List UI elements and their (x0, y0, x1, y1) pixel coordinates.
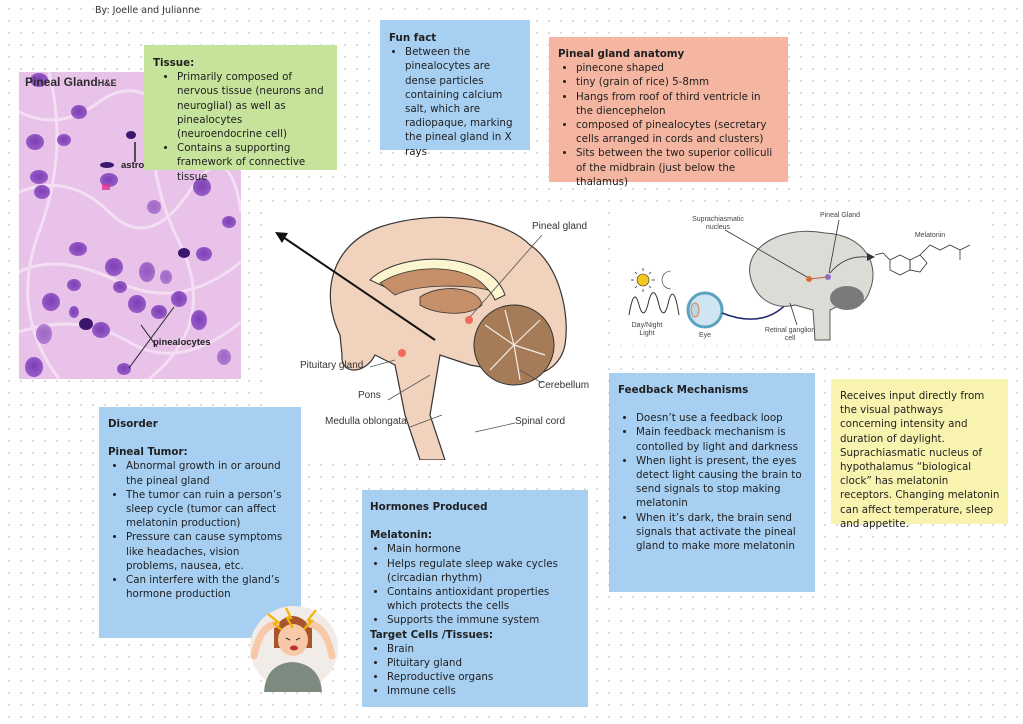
fun-fact-note[interactable]: Fun fact Between the pinealocytes are de… (380, 20, 530, 158)
disorder-list: Abnormal growth in or around the pineal … (108, 459, 293, 601)
label-pons: Pons (358, 390, 381, 401)
pinealocyte-pointer-2 (128, 306, 175, 369)
pineal-gland-marker (465, 316, 473, 324)
melatonin-title: Melatonin: (370, 529, 433, 542)
fun-fact-title: Fun fact (389, 32, 437, 44)
pinealocytes-label: pinealocytes (153, 337, 211, 348)
brain-side-view (749, 230, 874, 341)
target-item: Reproductive organs (387, 670, 580, 684)
anatomy-list: pinecone shaped tiny (grain of rice) 5-8… (558, 61, 780, 189)
targets-list: Brain Pituitary gland Reproductive organ… (370, 642, 580, 699)
target-item: Brain (387, 642, 580, 656)
label-rgc: Retinal ganglion cell (764, 327, 816, 342)
label-cerebellum: Cerebellum (538, 380, 590, 391)
label-medulla: Medulla oblongata (325, 416, 407, 427)
disorder-item: Can interfere with the gland’s hormone p… (126, 573, 293, 601)
anatomy-item: composed of pinealocytes (secretary cell… (576, 118, 780, 146)
hormones-title: Hormones Produced (370, 501, 488, 513)
thalamus (419, 288, 483, 314)
label-melatonin: Melatonin (914, 232, 946, 239)
sun-icon (636, 273, 650, 287)
label-pituitary-gland: Pituitary gland (300, 360, 364, 371)
disorder-title: Disorder (108, 418, 158, 430)
disorder-subtitle: Pineal Tumor: (108, 446, 188, 459)
anatomy-item: Hangs from roof of third ventricle in th… (576, 90, 780, 118)
melatonin-list: Main hormone Helps regulate sleep wake c… (370, 542, 580, 627)
brain-sagittal-diagram[interactable]: Pineal gland Pituitary gland Pons Medull… (270, 205, 605, 461)
melatonin-item: Contains antioxidant properties which pr… (387, 585, 580, 613)
feedback-item: When light is present, the eyes detect l… (636, 454, 807, 511)
histology-stain: H&E (97, 78, 117, 88)
label-day-night: Day/Night Light (631, 322, 663, 337)
melatonin-molecule-icon (874, 244, 971, 276)
target-item: Immune cells (387, 684, 580, 698)
wave-icon (628, 292, 680, 316)
headache-illustration (246, 596, 338, 692)
brain-illustration (275, 216, 567, 461)
arrow-head-icon (275, 232, 288, 243)
author-credit: By: Joelle and Julianne (95, 5, 200, 16)
tissue-item: Primarily composed of nervous tissue (ne… (177, 70, 329, 141)
tissue-title: Tissue: (153, 57, 195, 69)
feedback-title: Feedback Mechanisms (618, 384, 749, 396)
fun-fact-item: Between the pinealocytes are dense parti… (405, 45, 522, 159)
pointer-arrow (279, 234, 436, 341)
anatomy-item: pinecone shaped (576, 61, 780, 75)
melatonin-item: Main hormone (387, 542, 580, 556)
label-scn-pineal: Pineal Gland (819, 212, 861, 219)
feedback-list: Doesn’t use a feedback loop Main feedbac… (618, 411, 807, 553)
disorder-item: The tumor can ruin a person’s sleep cycl… (126, 488, 293, 531)
histology-title-text: Pineal Gland (25, 75, 98, 89)
histology-title: Pineal GlandH&E (25, 75, 117, 89)
tissue-note[interactable]: Tissue: Primarily composed of nervous ti… (144, 45, 337, 183)
disorder-item: Pressure can cause symptoms like headach… (126, 530, 293, 573)
pinealocyte-pointer-1 (140, 324, 158, 348)
label-scn: Suprachiasmatic nucleus (692, 216, 744, 231)
input-note-text: Receives input directly from the visual … (840, 390, 1000, 530)
tissue-item: Contains a supporting framework of conne… (177, 141, 329, 184)
disorder-item: Abnormal growth in or around the pineal … (126, 459, 293, 487)
tissue-list: Primarily composed of nervous tissue (ne… (153, 70, 329, 184)
person-headache-icon (250, 606, 338, 692)
input-note[interactable]: Receives input directly from the visual … (831, 379, 1008, 530)
anatomy-title: Pineal gland anatomy (558, 48, 685, 60)
anatomy-note[interactable]: Pineal gland anatomy pinecone shaped tin… (549, 37, 788, 188)
melatonin-item: Helps regulate sleep wake cycles (circad… (387, 557, 580, 585)
label-pineal-gland: Pineal gland (532, 221, 588, 232)
melatonin-arrow-icon (867, 253, 875, 261)
lateral-ventricle (379, 268, 489, 296)
feedback-item: When it’s dark, the brain send signals t… (636, 511, 807, 554)
targets-title: Target Cells /Tissues: (370, 628, 494, 641)
fun-fact-list: Between the pinealocytes are dense parti… (389, 45, 522, 159)
label-spinal-cord: Spinal cord (515, 416, 566, 427)
pituitary-gland-marker (398, 349, 406, 357)
anatomy-item: tiny (grain of rice) 5-8mm (576, 75, 780, 89)
label-eye: Eye (698, 332, 712, 339)
target-item: Pituitary gland (387, 656, 580, 670)
melatonin-item: Supports the immune system (387, 613, 580, 627)
scn-pathway-diagram[interactable]: Suprachiasmatic nucleus Pineal Gland Mel… (615, 205, 985, 345)
eye-icon (686, 291, 724, 329)
feedback-item: Doesn’t use a feedback loop (636, 411, 807, 425)
disorder-note[interactable]: Disorder Pineal Tumor: Abnormal growth i… (99, 407, 301, 638)
feedback-item: Main feedback mechanism is contolled by … (636, 425, 807, 453)
feedback-note[interactable]: Feedback Mechanisms Doesn’t use a feedba… (609, 373, 815, 592)
hormones-note[interactable]: Hormones Produced Melatonin: Main hormon… (362, 490, 588, 707)
astrocyte-label: astrocy (121, 160, 155, 171)
anatomy-item: Sits between the two superior colliculi … (576, 146, 780, 189)
scn-illustration (628, 219, 971, 341)
cerebellum-shape (830, 286, 864, 310)
moon-icon (661, 270, 672, 290)
